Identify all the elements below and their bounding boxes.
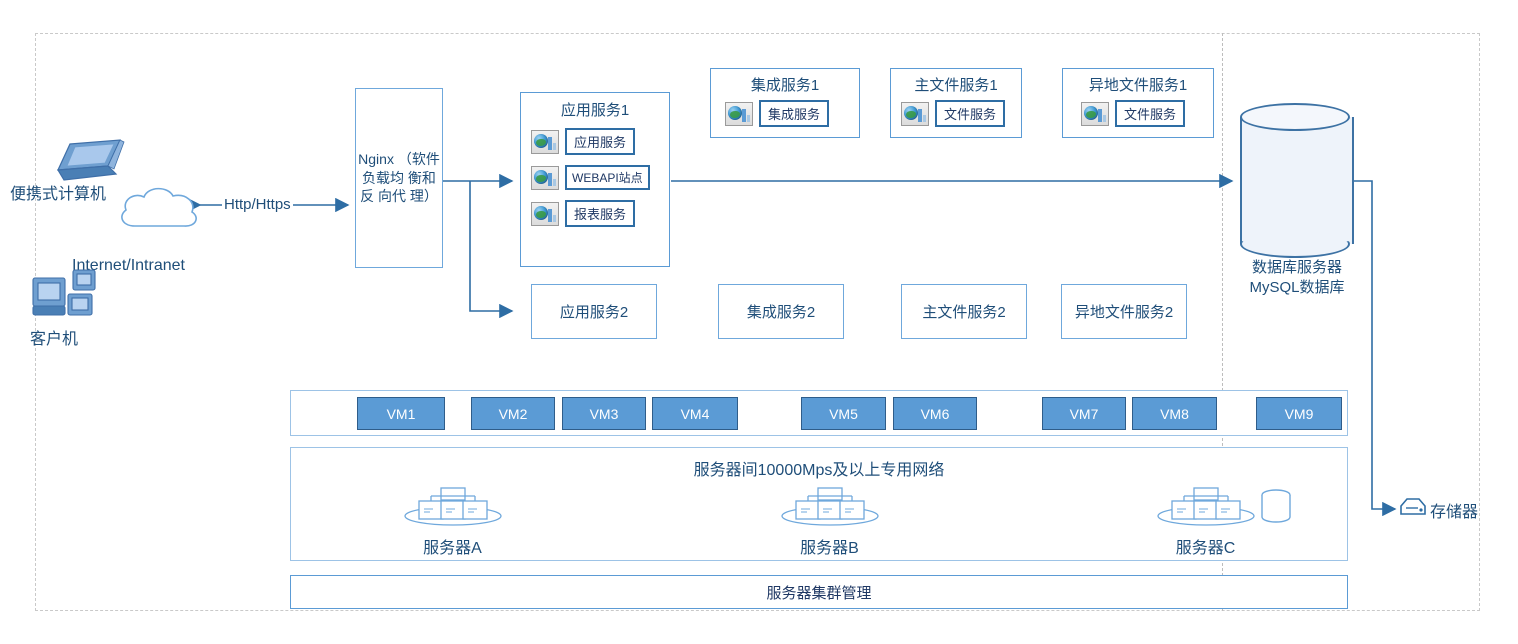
main-file-service-1-title: 主文件服务1 <box>914 77 998 94</box>
service-chip-label: 文件服务 <box>1115 100 1186 127</box>
dedicated-network-label: 服务器间10000Mps及以上专用网络 <box>693 462 945 479</box>
server-c-disk-icon <box>1256 487 1296 527</box>
diagram-outer-frame <box>35 33 1480 611</box>
internet-label: Internet/Intranet <box>72 257 185 274</box>
integration-service-1-title: 集成服务1 <box>750 77 820 94</box>
server-rack-icon <box>1156 487 1255 526</box>
integration-service-2-box[interactable]: 集成服务2 <box>718 284 844 339</box>
cloud-icon <box>110 180 210 240</box>
vm-box[interactable]: VM9 <box>1256 397 1342 430</box>
vertical-dashed-divider <box>1222 33 1223 611</box>
app-service-2-label: 应用服务2 <box>559 304 629 321</box>
app-service-1-box[interactable]: 应用服务1 应用服务 WEBAPI站点 报表服务 <box>520 92 670 267</box>
vm-box[interactable]: VM6 <box>893 397 977 430</box>
database-label: 数据库服务器 MySQL数据库 <box>1222 258 1372 299</box>
globe-chart-icon <box>531 201 559 226</box>
vm-box[interactable]: VM2 <box>471 397 555 430</box>
cluster-management-label: 服务器集群管理 <box>766 584 872 602</box>
nginx-label: Nginx （软件 负载均 衡和反 向代 理） <box>358 150 440 205</box>
service-item[interactable]: 文件服务 <box>1081 100 1213 127</box>
vm-box[interactable]: VM7 <box>1042 397 1126 430</box>
storage-device-icon <box>1398 494 1428 520</box>
globe-chart-icon <box>1081 101 1109 126</box>
service-item[interactable]: 报表服务 <box>531 200 669 227</box>
database-label-line2: MySQL数据库 <box>1249 279 1345 297</box>
integration-service-2-label: 集成服务2 <box>746 304 816 321</box>
service-item[interactable]: WEBAPI站点 <box>531 165 669 190</box>
main-file-service-2-label: 主文件服务2 <box>922 304 1006 321</box>
server-rack-icon <box>403 487 502 526</box>
vm-box[interactable]: VM1 <box>357 397 445 430</box>
server-b-group[interactable]: 服务器B <box>772 482 887 558</box>
server-b-caption: 服务器B <box>800 540 859 557</box>
remote-file-service-1-box[interactable]: 异地文件服务1 文件服务 <box>1062 68 1214 138</box>
service-chip-label: 文件服务 <box>935 100 1006 127</box>
main-file-service-2-box[interactable]: 主文件服务2 <box>901 284 1027 339</box>
service-chip-label: 报表服务 <box>565 200 636 227</box>
http-connection-label: Http/Https <box>222 196 293 213</box>
globe-chart-icon <box>531 129 559 154</box>
main-file-service-1-box[interactable]: 主文件服务1 文件服务 <box>890 68 1022 138</box>
globe-chart-icon <box>901 101 929 126</box>
vm-strip: VM1 VM2 VM3 VM4 VM5 VM6 VM7 VM8 VM9 <box>290 390 1348 436</box>
globe-chart-icon <box>725 101 753 126</box>
server-c-group[interactable]: 服务器C <box>1148 482 1263 558</box>
server-a-caption: 服务器A <box>423 540 482 557</box>
integration-service-1-box[interactable]: 集成服务1 集成服务 <box>710 68 860 138</box>
remote-file-service-2-label: 异地文件服务2 <box>1074 304 1174 321</box>
storage-label: 存储器 <box>1430 504 1479 521</box>
remote-file-service-2-box[interactable]: 异地文件服务2 <box>1061 284 1187 339</box>
vm-box[interactable]: VM3 <box>562 397 646 430</box>
desktop-computer-icon <box>28 268 108 330</box>
service-item[interactable]: 集成服务 <box>725 100 859 127</box>
cluster-management-bar[interactable]: 服务器集群管理 <box>290 575 1348 609</box>
laptop-icon <box>48 136 128 186</box>
vm-box[interactable]: VM4 <box>652 397 738 430</box>
database-label-line1: 数据库服务器 <box>1251 259 1342 276</box>
server-a-group[interactable]: 服务器A <box>395 482 510 558</box>
remote-file-service-1-title: 异地文件服务1 <box>1088 77 1188 94</box>
service-item[interactable]: 文件服务 <box>901 100 1021 127</box>
globe-chart-icon <box>531 165 559 190</box>
laptop-label: 便携式计算机 <box>10 186 107 203</box>
service-chip-label: 集成服务 <box>759 100 830 127</box>
client-label: 客户机 <box>30 331 79 348</box>
service-item[interactable]: 应用服务 <box>531 128 669 155</box>
app-service-1-title: 应用服务1 <box>560 102 630 119</box>
server-rack-icon <box>780 487 879 526</box>
vm-box[interactable]: VM8 <box>1132 397 1217 430</box>
server-c-caption: 服务器C <box>1175 540 1236 557</box>
vm-box[interactable]: VM5 <box>801 397 886 430</box>
database-cylinder-icon <box>1240 103 1354 258</box>
nginx-box[interactable]: Nginx （软件 负载均 衡和反 向代 理） <box>355 88 443 268</box>
service-chip-label: WEBAPI站点 <box>565 165 650 190</box>
app-service-2-box[interactable]: 应用服务2 <box>531 284 657 339</box>
service-chip-label: 应用服务 <box>565 128 636 155</box>
